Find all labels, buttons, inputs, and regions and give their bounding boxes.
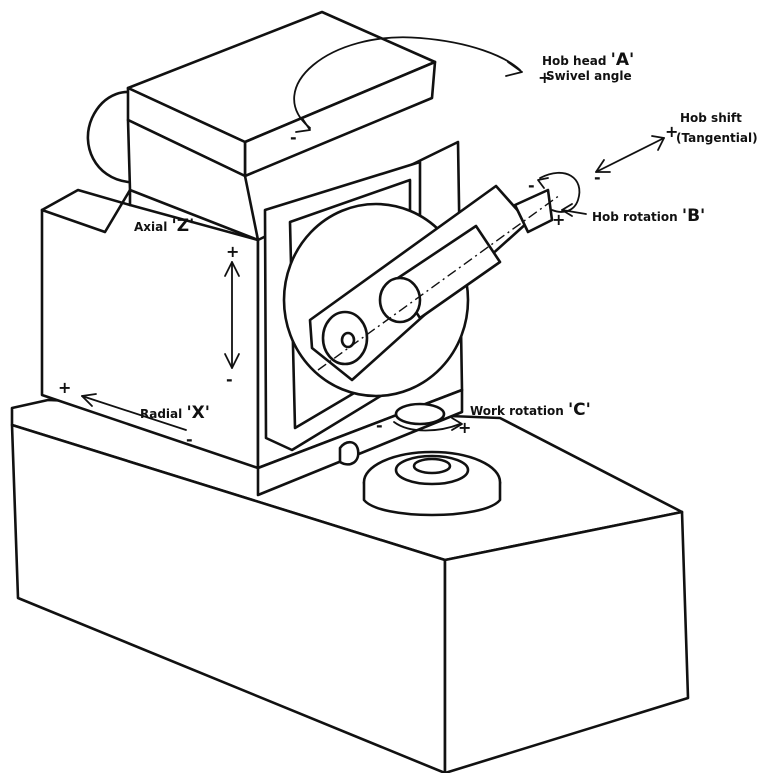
radial-text: Radial bbox=[140, 407, 183, 421]
axial-z-arrowhead-top bbox=[224, 261, 240, 277]
axial-z-arrowhead-bottom bbox=[224, 353, 240, 369]
work-rotation-minus-sign: - bbox=[376, 416, 383, 435]
column-body bbox=[40, 188, 260, 470]
work-rotation-arrow bbox=[393, 421, 461, 432]
swivel-a-arrowhead-start bbox=[295, 117, 311, 133]
hob-head-axis-letter: 'A' bbox=[610, 50, 635, 70]
hob-shift-minus-sign: - bbox=[594, 168, 601, 187]
hob-rotation-leader bbox=[561, 209, 587, 215]
hob-rotation-minus-sign: - bbox=[528, 176, 535, 195]
base-side-face bbox=[443, 510, 690, 773]
axial-text: Axial bbox=[134, 220, 168, 234]
base-front-face bbox=[10, 423, 447, 773]
tailstock-clamp bbox=[338, 440, 360, 466]
hob-shift-label: Hob shift bbox=[680, 111, 742, 125]
work-rotation-arrowhead bbox=[451, 417, 463, 431]
hob-rotation-arrow bbox=[539, 172, 581, 213]
swivel-plus-sign: + bbox=[538, 68, 552, 87]
radial-label: Radial 'X' bbox=[140, 405, 210, 422]
work-rotation-plus-sign: + bbox=[458, 418, 472, 437]
work-rotation-text: Work rotation bbox=[470, 404, 564, 418]
swivel-angle-label: Swivel angle bbox=[546, 69, 632, 83]
work-rotation-label: Work rotation 'C' bbox=[470, 402, 591, 419]
axial-axis-letter: 'Z' bbox=[171, 216, 195, 236]
swivel-minus-sign: - bbox=[290, 128, 297, 147]
axial-label: Axial 'Z' bbox=[134, 218, 194, 235]
work-spindle-head bbox=[394, 402, 446, 426]
hob-shift-arrowhead-right bbox=[651, 135, 665, 151]
swivel-a-arc bbox=[293, 36, 521, 129]
hob-shift-plus-sign: + bbox=[665, 122, 679, 141]
axial-plus-sign: + bbox=[226, 242, 240, 261]
hob-bore bbox=[340, 331, 356, 349]
column-notch bbox=[40, 188, 132, 212]
hob-rotation-label: Hob rotation 'B' bbox=[592, 208, 705, 225]
work-table-rim bbox=[362, 482, 502, 517]
radial-minus-sign: - bbox=[186, 430, 193, 449]
workpiece-hole bbox=[412, 457, 452, 475]
head-band bbox=[127, 97, 433, 177]
tangential-label: (Tangential) bbox=[676, 131, 758, 145]
swivel-a-arrowhead-end bbox=[505, 61, 523, 77]
radial-plus-sign: + bbox=[58, 378, 72, 397]
hob-rotation-text: Hob rotation bbox=[592, 210, 678, 224]
work-rotation-axis-letter: 'C' bbox=[567, 400, 591, 420]
hob-axis-centerline bbox=[317, 194, 561, 371]
axial-minus-sign: - bbox=[226, 370, 233, 389]
hob-shift-arrowhead-left bbox=[595, 159, 611, 173]
hob-rotation-axis-letter: 'B' bbox=[681, 206, 706, 226]
hob-rotation-arrowhead bbox=[537, 177, 549, 189]
hob-shift-arrow bbox=[595, 137, 665, 173]
hob-cutter bbox=[378, 276, 422, 324]
hob-rotation-plus-sign: + bbox=[552, 210, 566, 229]
hob-head-text: Hob head bbox=[542, 54, 607, 68]
radial-x-arrowhead-left bbox=[81, 393, 97, 407]
hob-rotation-leader-head bbox=[561, 203, 573, 217]
radial-x-arrow bbox=[81, 395, 187, 431]
radial-axis-letter: 'X' bbox=[186, 403, 210, 423]
hob-head-label: Hob head 'A' bbox=[542, 52, 634, 69]
